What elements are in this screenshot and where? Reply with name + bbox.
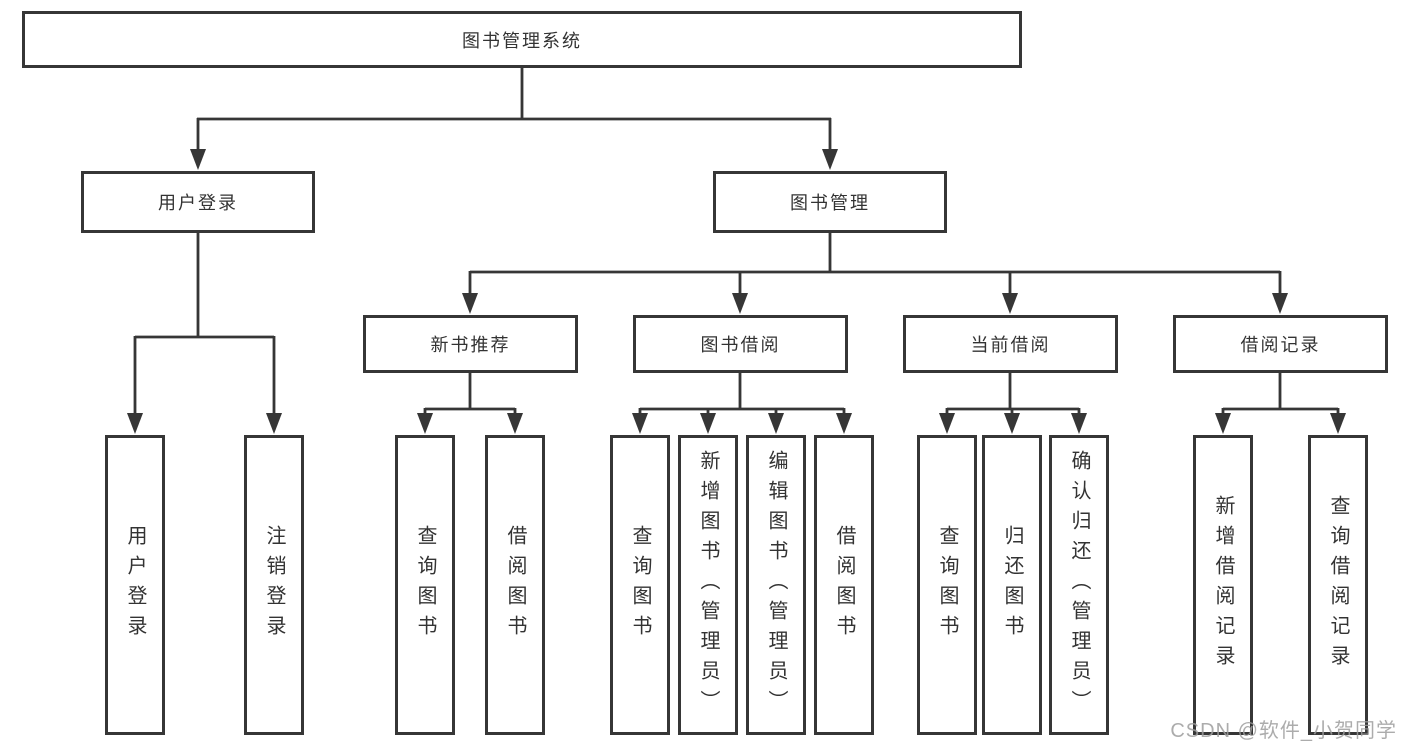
csdn-watermark: CSDN @软件_小贺同学 bbox=[1170, 720, 1397, 742]
leaf-user-login: 用户登录 bbox=[105, 435, 165, 735]
leaf-bb-add-books-admin: 新增图书（管理员） bbox=[678, 435, 738, 735]
leaf-bb-edit-books-admin: 编辑图书（管理员） bbox=[746, 435, 806, 735]
leaf-bb-borrow-books: 借阅图书 bbox=[814, 435, 874, 735]
leaf-bb-query-books: 查询图书 bbox=[610, 435, 670, 735]
leaf-logout: 注销登录 bbox=[244, 435, 304, 735]
leaf-cb-query-books: 查询图书 bbox=[917, 435, 977, 735]
leaf-cb-confirm-return-admin: 确认归还（管理员） bbox=[1049, 435, 1109, 735]
node-borrow-records: 借阅记录 bbox=[1173, 315, 1388, 373]
node-root-system: 图书管理系统 bbox=[22, 11, 1022, 68]
leaf-br-query-record: 查询借阅记录 bbox=[1308, 435, 1368, 735]
leaf-nbr-query-books: 查询图书 bbox=[395, 435, 455, 735]
node-book-management-branch: 图书管理 bbox=[713, 171, 947, 233]
leaf-nbr-borrow-books: 借阅图书 bbox=[485, 435, 545, 735]
leaf-cb-return-books: 归还图书 bbox=[982, 435, 1042, 735]
node-current-borrowing: 当前借阅 bbox=[903, 315, 1118, 373]
node-new-book-recommend: 新书推荐 bbox=[363, 315, 578, 373]
leaf-br-add-record: 新增借阅记录 bbox=[1193, 435, 1253, 735]
node-user-login-branch: 用户登录 bbox=[81, 171, 315, 233]
node-book-borrowing: 图书借阅 bbox=[633, 315, 848, 373]
